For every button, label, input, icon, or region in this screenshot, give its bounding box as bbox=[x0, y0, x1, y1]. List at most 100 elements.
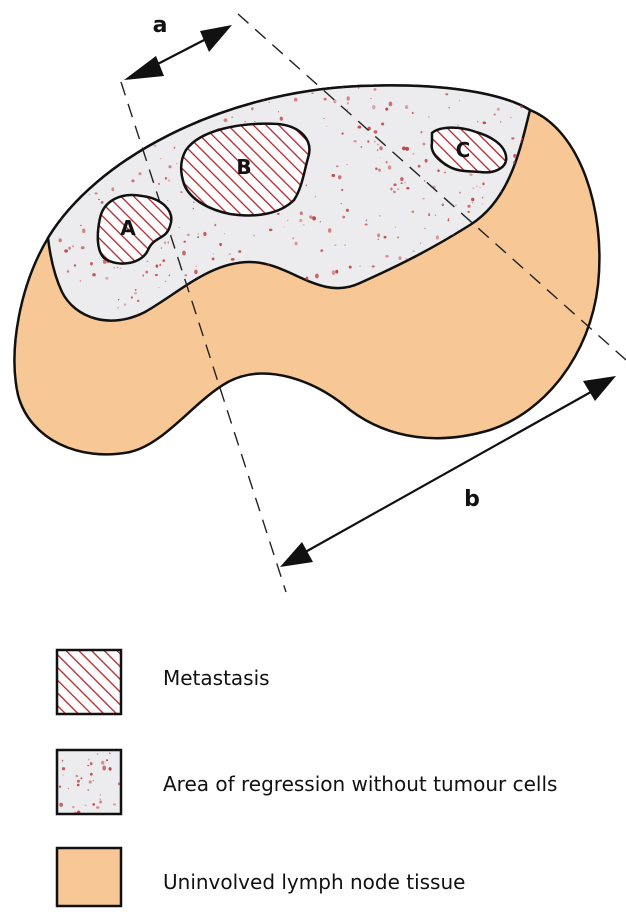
speckle-dot bbox=[89, 194, 91, 195]
speckle-dot bbox=[386, 161, 388, 164]
speckle-dot bbox=[77, 784, 80, 787]
speckle-dot bbox=[142, 274, 144, 276]
speckle-dot bbox=[82, 229, 85, 234]
speckle-dot bbox=[99, 799, 101, 800]
speckle-dot bbox=[377, 149, 378, 151]
speckle-dot bbox=[80, 777, 82, 779]
speckle-dot bbox=[437, 169, 439, 172]
speckle-dot bbox=[393, 183, 396, 186]
speckle-dot bbox=[59, 785, 61, 787]
speckle-dot bbox=[155, 274, 158, 276]
speckle-dot bbox=[531, 87, 535, 92]
speckle-dot bbox=[47, 169, 50, 172]
speckle-dot bbox=[87, 114, 89, 117]
speckle-dot bbox=[347, 164, 348, 165]
speckle-dot bbox=[311, 92, 313, 94]
speckle-dot bbox=[374, 141, 376, 143]
speckle-dot bbox=[62, 87, 66, 91]
speckle-dot bbox=[332, 174, 336, 177]
speckle-dot bbox=[138, 172, 141, 175]
speckle-dot bbox=[91, 113, 92, 114]
speckle-dot bbox=[45, 158, 47, 160]
speckle-dot bbox=[244, 121, 246, 123]
speckle-dot bbox=[113, 803, 116, 805]
speckle-dot bbox=[224, 118, 228, 122]
speckle-dot bbox=[366, 220, 368, 222]
speckle-dot bbox=[505, 86, 508, 91]
speckle-dot bbox=[160, 158, 161, 159]
speckle-dot bbox=[380, 158, 381, 159]
speckle-dot bbox=[510, 117, 512, 118]
speckle-dot bbox=[269, 229, 273, 232]
speckle-dot bbox=[194, 270, 197, 274]
speckle-dot bbox=[197, 96, 198, 97]
speckle-dot bbox=[254, 121, 255, 122]
speckle-dot bbox=[97, 753, 98, 755]
speckle-dot bbox=[320, 249, 323, 252]
speckle-dot bbox=[165, 281, 166, 282]
speckle-dot bbox=[418, 165, 421, 168]
speckle-dot bbox=[158, 183, 160, 185]
speckle-dot bbox=[294, 98, 297, 102]
speckle-dot bbox=[429, 213, 430, 214]
speckle-dot bbox=[193, 98, 196, 101]
speckle-dot bbox=[232, 102, 234, 104]
speckle-dot bbox=[115, 140, 117, 142]
speckle-dot bbox=[161, 247, 162, 249]
speckle-dot bbox=[448, 218, 449, 219]
speckle-dot bbox=[189, 110, 190, 111]
speckle-dot bbox=[198, 233, 199, 234]
speckle-dot bbox=[120, 268, 121, 269]
speckle-dot bbox=[207, 86, 209, 88]
speckle-dot bbox=[93, 780, 94, 781]
speckle-dot bbox=[85, 805, 87, 807]
speckle-dot bbox=[364, 223, 367, 225]
speckle-dot bbox=[113, 267, 115, 268]
speckle-dot bbox=[323, 118, 325, 119]
speckle-dot bbox=[176, 163, 177, 164]
speckle-dot bbox=[231, 258, 235, 261]
speckle-dot bbox=[359, 265, 360, 267]
speckle-dot bbox=[388, 165, 391, 169]
speckle-dot bbox=[511, 137, 514, 139]
speckle-dot bbox=[324, 98, 327, 101]
speckle-dot bbox=[182, 251, 186, 256]
speckle-dot bbox=[134, 292, 137, 294]
speckle-dot bbox=[45, 199, 47, 201]
speckle-dot bbox=[341, 189, 343, 191]
speckle-dot bbox=[130, 90, 134, 95]
speckle-dot bbox=[59, 147, 61, 150]
speckle-dot bbox=[89, 91, 91, 93]
speckle-dot bbox=[102, 766, 106, 771]
speckle-dot bbox=[167, 200, 168, 201]
speckle-dot bbox=[482, 197, 484, 199]
speckle-dot bbox=[182, 106, 186, 110]
arrowhead-b-start bbox=[280, 542, 313, 567]
speckle-dot bbox=[342, 132, 344, 134]
dimension-a-arrow bbox=[124, 25, 232, 80]
speckle-dot bbox=[320, 221, 321, 222]
speckle-dot bbox=[197, 236, 199, 238]
speckle-dot bbox=[100, 794, 101, 796]
speckle-dot bbox=[428, 214, 430, 216]
speckle-dot bbox=[153, 108, 155, 110]
speckle-dot bbox=[148, 127, 151, 130]
speckle-dot bbox=[120, 116, 122, 117]
speckle-dot bbox=[229, 253, 231, 255]
speckle-dot bbox=[123, 112, 126, 116]
speckle-dot bbox=[289, 86, 292, 89]
speckle-dot bbox=[482, 183, 484, 186]
speckle-dot bbox=[398, 256, 401, 260]
speckle-dot bbox=[375, 168, 377, 171]
speckle-dot bbox=[74, 264, 76, 266]
speckle-dot bbox=[117, 307, 118, 309]
speckle-dot bbox=[377, 233, 380, 237]
speckle-dot bbox=[96, 83, 97, 85]
speckle-dot bbox=[479, 187, 480, 188]
speckle-dot bbox=[459, 192, 461, 194]
speckle-dot bbox=[283, 81, 284, 83]
speckle-dot bbox=[312, 216, 316, 220]
speckle-dot bbox=[372, 105, 376, 110]
speckle-dot bbox=[213, 253, 214, 254]
speckle-dot bbox=[159, 264, 161, 266]
